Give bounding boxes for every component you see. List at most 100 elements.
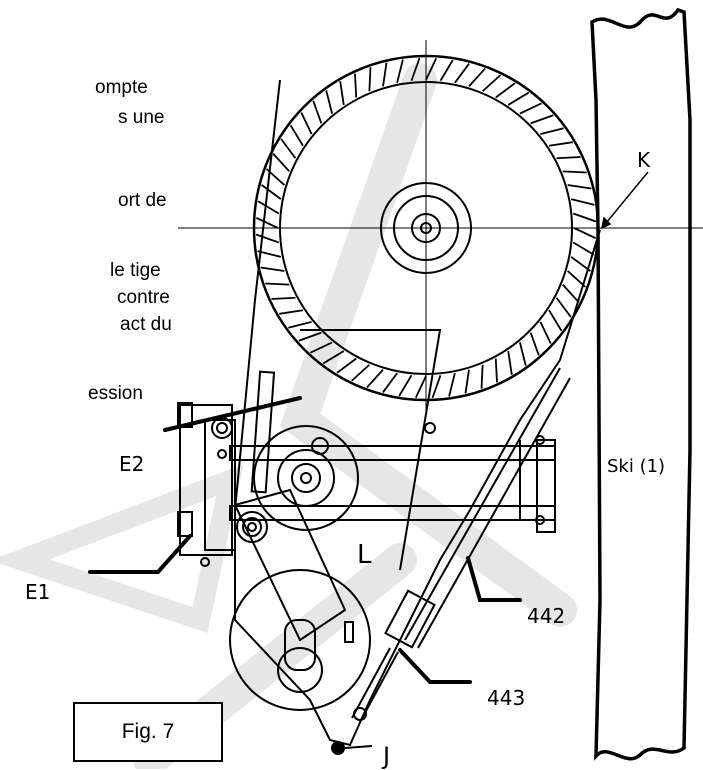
tread-mark xyxy=(280,138,297,159)
tread-mark xyxy=(431,374,442,399)
cross-bar-upper xyxy=(229,445,556,461)
tread-mark xyxy=(562,284,580,303)
tread-mark xyxy=(336,357,357,374)
tread-mark xyxy=(298,331,322,342)
figure-caption: Fig. 7 xyxy=(121,720,175,743)
tread-mark xyxy=(519,102,542,115)
tread-mark xyxy=(572,212,597,223)
lower-roller xyxy=(229,569,371,711)
tread-mark xyxy=(410,57,421,82)
rod-442-b xyxy=(417,377,571,649)
label-e1: E1 xyxy=(25,580,51,604)
tread-mark xyxy=(255,216,279,229)
lever-arm xyxy=(233,488,347,642)
text-fragment-5: contre xyxy=(117,287,170,308)
leader-e2 xyxy=(163,396,302,432)
label-ski: Ski (1) xyxy=(607,456,666,477)
tread-mark xyxy=(289,124,304,147)
tread-mark xyxy=(448,372,456,397)
tread-mark xyxy=(310,341,333,354)
tread-mark xyxy=(439,59,454,82)
tread-mark xyxy=(530,114,554,125)
text-fragment-1: ompte xyxy=(95,77,148,98)
ski-outline xyxy=(590,7,692,761)
tread-mark xyxy=(322,350,345,365)
hub-inner xyxy=(411,213,441,243)
pulley-outer xyxy=(253,425,359,531)
label-e2: E2 xyxy=(119,452,145,476)
hub-outer xyxy=(380,182,472,274)
tread-mark xyxy=(325,90,333,114)
hub-center xyxy=(420,222,432,234)
bracket-right xyxy=(536,439,556,533)
tread-mark xyxy=(555,297,572,318)
tread-mark xyxy=(368,67,372,92)
tread-mark xyxy=(482,74,501,92)
tread-mark xyxy=(271,296,296,300)
tread-mark xyxy=(366,369,384,389)
tread-mark xyxy=(288,321,312,329)
leader-k xyxy=(601,171,649,229)
tread-mark xyxy=(339,81,345,106)
tread-mark xyxy=(572,241,595,256)
tread-mark xyxy=(480,364,484,389)
hub-mid xyxy=(393,195,459,261)
rod-442-a xyxy=(404,367,561,641)
tread-mark xyxy=(351,364,370,382)
watermark xyxy=(0,63,577,769)
tread-mark xyxy=(454,63,470,84)
tread-mark xyxy=(265,282,290,286)
tread-mark xyxy=(567,184,592,190)
leader-e1 xyxy=(88,534,192,574)
leader-442 xyxy=(466,556,522,602)
tread-mark xyxy=(494,358,498,383)
tread-mark xyxy=(382,62,388,87)
tread-mark xyxy=(570,198,595,206)
tread-mark xyxy=(354,73,358,98)
label-j: J xyxy=(383,742,391,770)
tread-mark xyxy=(257,200,280,215)
label-443: 443 xyxy=(487,686,526,710)
tread-mark xyxy=(398,374,413,397)
figure-caption-box: Fig. 7 xyxy=(73,702,223,762)
tread-mark xyxy=(396,59,404,84)
tread-mark xyxy=(414,375,427,399)
text-fragment-3: ort de xyxy=(118,190,167,211)
label-k: K xyxy=(637,148,651,172)
plate-bolt xyxy=(424,422,436,434)
tread-mark xyxy=(507,350,513,375)
lever-bolt xyxy=(236,511,268,543)
tread-mark xyxy=(556,156,581,160)
wheel-rim xyxy=(279,81,573,375)
support-plate-inner xyxy=(300,329,442,571)
text-fragment-2: s une xyxy=(118,107,165,128)
tread-mark xyxy=(529,332,540,356)
cylinder-443 xyxy=(384,589,436,649)
point-j xyxy=(331,741,345,755)
tread-mark xyxy=(279,309,304,315)
tread-mark xyxy=(382,372,398,393)
roller-cap xyxy=(277,647,323,693)
text-fragment-7: ession xyxy=(88,383,143,404)
tread-mark xyxy=(261,184,282,200)
tread-mark xyxy=(255,233,280,244)
text-fragment-4: le tige xyxy=(110,260,161,281)
tread-mark xyxy=(300,112,313,135)
tread-mark xyxy=(425,57,438,81)
tread-mark xyxy=(260,266,285,272)
label-l: L xyxy=(357,540,372,570)
tread-mark xyxy=(495,82,516,99)
tread-mark xyxy=(548,141,573,147)
tread-mark xyxy=(540,127,564,135)
wheel-tire xyxy=(252,54,600,402)
tread-mark xyxy=(562,170,587,174)
tread-mark xyxy=(539,321,552,344)
tread-mark xyxy=(272,153,290,172)
text-fragment-6: act du xyxy=(120,314,172,335)
label-442: 442 xyxy=(527,604,566,628)
tread-mark xyxy=(507,91,530,106)
tread-mark xyxy=(257,250,282,258)
pulley-inner xyxy=(277,449,335,507)
tread-mark xyxy=(468,67,486,87)
